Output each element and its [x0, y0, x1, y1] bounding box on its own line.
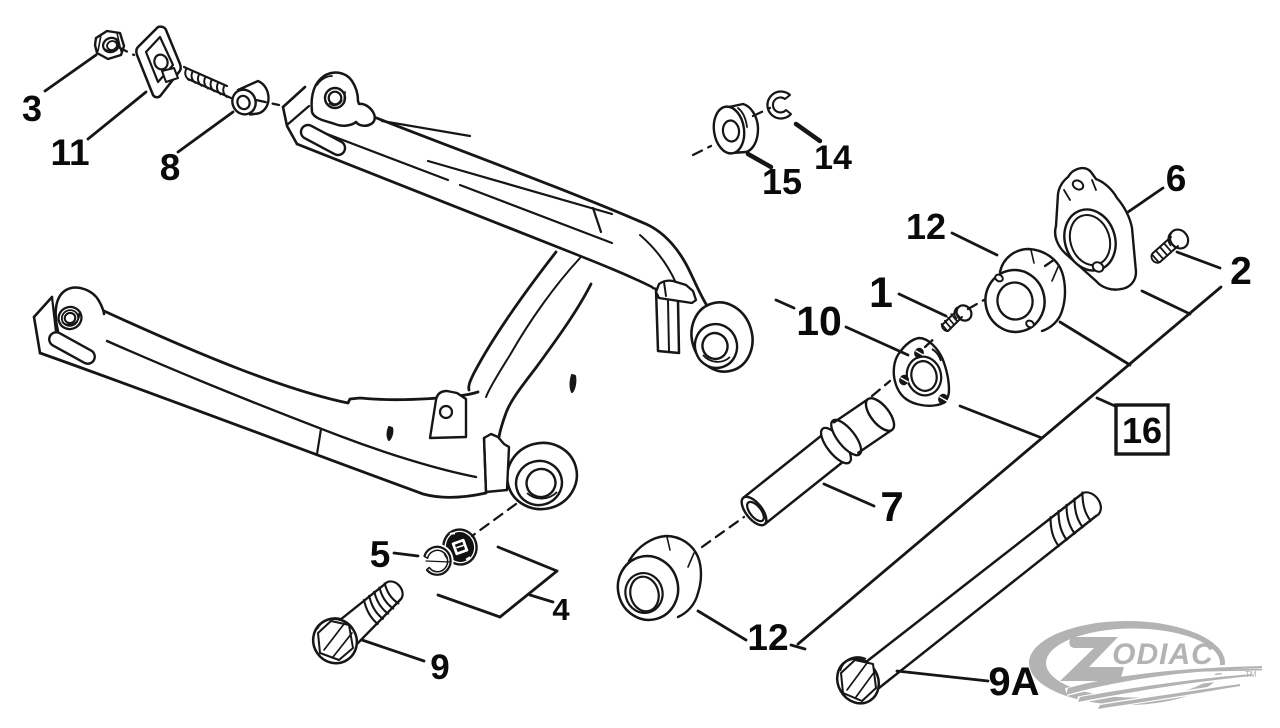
svg-text:12: 12 [747, 617, 788, 658]
svg-text:11: 11 [50, 132, 89, 173]
svg-text:7: 7 [880, 483, 903, 530]
svg-text:2: 2 [1230, 250, 1252, 293]
svg-text:12: 12 [906, 206, 946, 247]
svg-text:8: 8 [160, 147, 181, 188]
svg-text:16: 16 [1122, 410, 1162, 451]
svg-text:ODIAC: ODIAC [1112, 638, 1214, 671]
svg-text:15: 15 [762, 161, 802, 202]
svg-text:9: 9 [430, 648, 449, 687]
svg-text:5: 5 [370, 534, 391, 575]
svg-text:4: 4 [552, 592, 570, 627]
svg-text:6: 6 [1166, 158, 1187, 199]
svg-text:TM: TM [1245, 670, 1257, 679]
svg-text:14: 14 [814, 139, 852, 177]
svg-text:10: 10 [796, 298, 842, 344]
svg-text:3: 3 [22, 88, 42, 129]
svg-text:1: 1 [869, 269, 893, 317]
